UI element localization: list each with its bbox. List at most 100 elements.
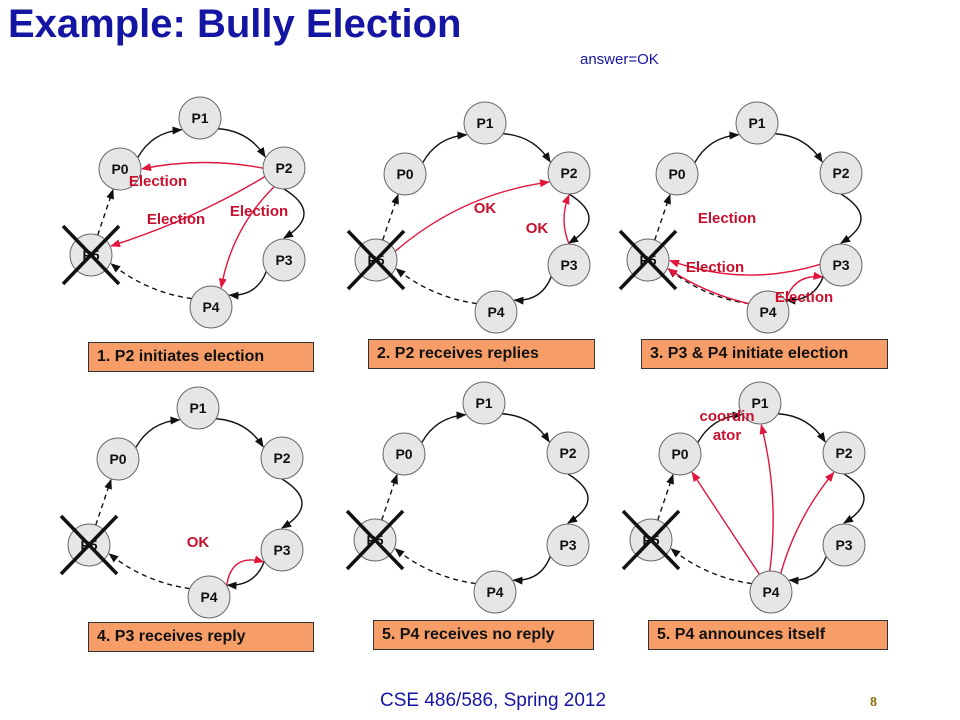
node-circle <box>262 146 306 190</box>
node-p0: P0 <box>383 152 427 196</box>
message-arrow-3 <box>784 271 824 301</box>
node-label: P1 <box>191 110 208 126</box>
message-arrow-1 <box>394 179 550 252</box>
message-arrow-1 <box>669 259 821 276</box>
ring-edge-p4-p5 <box>108 553 190 590</box>
ring-edge-p0-p1 <box>421 411 467 444</box>
node-label: P3 <box>832 257 849 273</box>
node-label: P3 <box>273 542 290 558</box>
message-label: OK <box>474 200 497 217</box>
ring-edge-p0-p1 <box>694 131 740 164</box>
crashed-x-icon <box>621 509 681 571</box>
node-label: P0 <box>395 446 412 462</box>
node-circle <box>822 523 866 567</box>
ring-edge-p5-p0 <box>657 473 674 521</box>
message-arrow-2 <box>667 268 749 305</box>
message-label: Election <box>698 210 756 227</box>
ring-edge-p4-p5 <box>394 548 476 585</box>
message-label: Election <box>775 289 833 306</box>
panel-3-caption: 3. P3 & P4 initiate election <box>641 339 888 369</box>
node-label: P2 <box>832 165 849 181</box>
message-label: OK <box>187 534 210 551</box>
panel-1-caption: 1. P2 initiates election <box>88 342 314 372</box>
panel-6: P1P0P2P5P3P4coordinator <box>621 381 866 614</box>
node-label: P2 <box>273 450 290 466</box>
node-circle <box>655 152 699 196</box>
ring-edge-p1-p2 <box>215 418 264 448</box>
ring-edge-p4-p5 <box>395 268 477 305</box>
node-circle <box>96 437 140 481</box>
node-p1: P1 <box>176 386 220 430</box>
node-label: P1 <box>475 395 492 411</box>
ring-edge-p1-p2 <box>777 413 826 443</box>
crashed-x-icon <box>346 229 406 291</box>
node-circle <box>749 570 793 614</box>
crashed-x-icon <box>61 224 121 286</box>
message-arrow-2 <box>561 194 570 245</box>
ring-edge-p3-p4 <box>788 556 827 585</box>
node-label: P4 <box>762 584 779 600</box>
node-label: P3 <box>835 537 852 553</box>
node-label: P1 <box>751 395 768 411</box>
ring-edge-p1-p2 <box>501 413 550 443</box>
message-arrow-1 <box>759 423 774 572</box>
node-circle <box>462 381 506 425</box>
node-p3: P3 <box>819 243 863 287</box>
message-label: Election <box>686 259 744 276</box>
message-label: OK <box>526 220 549 237</box>
crashed-x-icon <box>618 229 678 291</box>
node-circle <box>383 152 427 196</box>
node-p3: P3 <box>546 523 590 567</box>
node-label: P4 <box>200 589 217 605</box>
crashed-x-icon <box>59 514 119 576</box>
node-p4: P4 <box>473 570 517 614</box>
node-p2: P2 <box>822 431 866 475</box>
node-label: P3 <box>559 537 576 553</box>
node-p2: P2 <box>546 431 590 475</box>
node-label: P4 <box>202 299 219 315</box>
node-p1: P1 <box>463 101 507 145</box>
node-p2: P2 <box>262 146 306 190</box>
node-circle <box>822 431 866 475</box>
panel-2: P1P0P2P5P3P4OKOK <box>346 101 591 334</box>
node-circle <box>738 381 782 425</box>
ring-edge-p0-p1 <box>422 131 468 164</box>
message-arrow-2 <box>110 176 266 248</box>
ring-edge-p5-p0 <box>381 473 398 521</box>
node-p4: P4 <box>749 570 793 614</box>
answer-note: answer=OK <box>580 51 659 68</box>
ring-edge-p5-p0 <box>654 193 671 241</box>
node-circle <box>474 290 518 334</box>
node-label: P2 <box>835 445 852 461</box>
node-label: P4 <box>759 304 776 320</box>
node-circle <box>98 147 142 191</box>
node-circle <box>262 238 306 282</box>
node-p4: P4 <box>746 290 790 334</box>
node-circle <box>819 151 863 195</box>
ring-edge-p1-p2 <box>502 133 551 163</box>
message-arrow-3 <box>780 471 835 574</box>
ring-edge-p3-p4 <box>785 276 824 305</box>
ring-edge-p0-p1 <box>137 126 183 159</box>
message-arrow-2 <box>691 471 761 575</box>
node-circle <box>178 96 222 140</box>
node-label: P2 <box>559 445 576 461</box>
ring-edge-p3-p4 <box>513 276 552 305</box>
ring-edge-p0-p1 <box>697 411 743 444</box>
panel-6-caption: 5. P4 announces itself <box>648 620 888 650</box>
node-label: P1 <box>476 115 493 131</box>
node-circle <box>658 432 702 476</box>
node-p1: P1 <box>178 96 222 140</box>
page-title: Example: Bully Election <box>8 2 462 46</box>
node-circle <box>547 151 591 195</box>
node-circle <box>546 523 590 567</box>
ring-edge-p2-p3 <box>843 473 865 524</box>
ring-edge-p5-p0 <box>382 193 399 241</box>
node-label: P4 <box>487 304 504 320</box>
node-circle <box>463 101 507 145</box>
node-p3: P3 <box>547 243 591 287</box>
ring-edge-p3-p4 <box>226 561 265 590</box>
panel-4: P1P0P2P5P3P4OK <box>59 386 304 619</box>
message-label: Election <box>230 203 288 220</box>
